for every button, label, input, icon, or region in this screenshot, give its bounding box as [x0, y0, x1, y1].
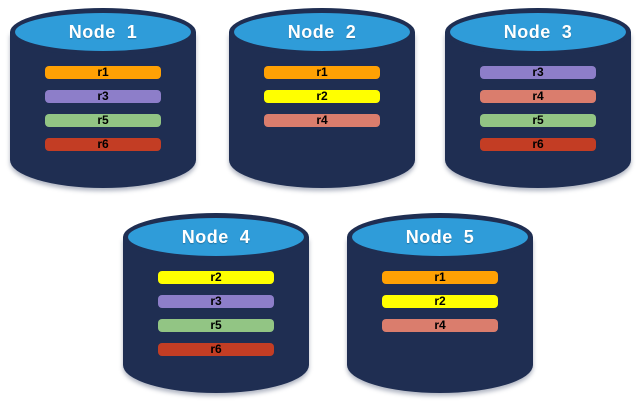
- replica-bar-r2: r2: [158, 271, 274, 284]
- node-2-label: Node 2: [287, 21, 357, 42]
- node-4-replica-list: r2 r3 r5 r6: [158, 271, 274, 356]
- replica-bar-r5: r5: [480, 114, 596, 127]
- node-2-cylinder: r1 r2 r4 Node 2: [229, 8, 415, 188]
- replica-bar-r1: r1: [45, 66, 161, 79]
- node-2-cylinder-top: Node 2: [229, 8, 415, 56]
- replica-bar-r5: r5: [45, 114, 161, 127]
- replica-bar-r1: r1: [382, 271, 498, 284]
- node-3-replica-list: r3 r4 r5 r6: [480, 66, 596, 151]
- node-4-label: Node 4: [181, 226, 251, 247]
- node-5-label: Node 5: [405, 226, 475, 247]
- node-3-cylinder-top: Node 3: [445, 8, 631, 56]
- node-2-replica-list: r1 r2 r4: [264, 66, 380, 127]
- node-1-label: Node 1: [68, 21, 138, 42]
- node-3-cylinder: r3 r4 r5 r6 Node 3: [445, 8, 631, 188]
- replica-bar-r6: r6: [158, 343, 274, 356]
- node-5-cylinder-top: Node 5: [347, 213, 533, 261]
- node-1-cylinder-body: [10, 32, 196, 188]
- node-5-cylinder: r1 r2 r4 Node 5: [347, 213, 533, 393]
- node-1-replica-list: r1 r3 r5 r6: [45, 66, 161, 151]
- replica-bar-r2: r2: [382, 295, 498, 308]
- replica-bar-r5: r5: [158, 319, 274, 332]
- node-2-cylinder-body: [229, 32, 415, 188]
- node-1-cylinder-top: Node 1: [10, 8, 196, 56]
- replica-bar-r4: r4: [382, 319, 498, 332]
- node-4-cylinder: r2 r3 r5 r6 Node 4: [123, 213, 309, 393]
- node-5-cylinder-body: [347, 237, 533, 393]
- node-1-cylinder: r1 r3 r5 r6 Node 1: [10, 8, 196, 188]
- replica-bar-r3: r3: [45, 90, 161, 103]
- replica-bar-r6: r6: [480, 138, 596, 151]
- node-4-cylinder-body: [123, 237, 309, 393]
- node-4-cylinder-top: Node 4: [123, 213, 309, 261]
- replica-bar-r2: r2: [264, 90, 380, 103]
- replica-bar-r1: r1: [264, 66, 380, 79]
- replica-bar-r6: r6: [45, 138, 161, 151]
- replica-bar-r4: r4: [264, 114, 380, 127]
- node-3-cylinder-body: [445, 32, 631, 188]
- replica-bar-r4: r4: [480, 90, 596, 103]
- node-3-label: Node 3: [503, 21, 573, 42]
- replica-bar-r3: r3: [480, 66, 596, 79]
- replica-bar-r3: r3: [158, 295, 274, 308]
- node-5-replica-list: r1 r2 r4: [382, 271, 498, 332]
